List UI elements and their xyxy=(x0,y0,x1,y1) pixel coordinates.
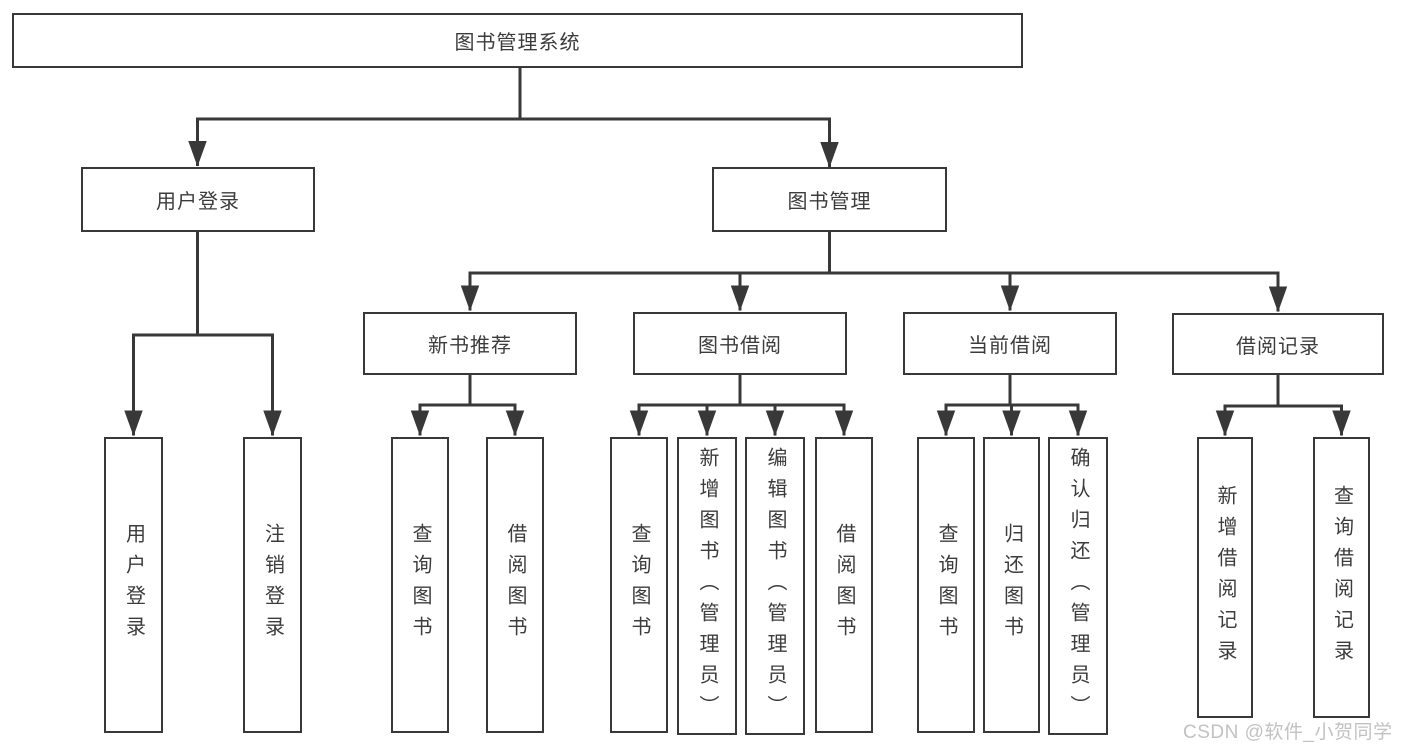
node-book-borrowing: 图书借阅 xyxy=(633,312,847,375)
node-user-login: 用户登录 xyxy=(81,167,315,232)
node-label: 图书管理系统 xyxy=(454,32,581,54)
node-label: 图书管理 xyxy=(787,191,872,213)
node-label: 借阅图书 xyxy=(504,523,526,647)
leaf-confirm-return-admin: 确认归还（管理员） xyxy=(1048,437,1108,735)
leaf-query-books-recommend: 查询图书 xyxy=(391,437,449,733)
leaf-query-books-current: 查询图书 xyxy=(917,437,975,733)
node-label: 查询图书 xyxy=(409,523,431,647)
node-new-book-recommend: 新书推荐 xyxy=(363,312,577,375)
node-label: 确认归还（管理员） xyxy=(1067,446,1089,726)
node-label: 新增图书（管理员） xyxy=(696,446,718,726)
leaf-user-login: 用户登录 xyxy=(104,437,163,733)
node-label: 编辑图书（管理员） xyxy=(764,446,786,726)
node-label: 查询图书 xyxy=(935,523,957,647)
node-book-management: 图书管理 xyxy=(712,167,947,232)
node-label: 新书推荐 xyxy=(428,335,512,357)
leaf-add-book-admin: 新增图书（管理员） xyxy=(677,437,737,735)
leaf-edit-book-admin: 编辑图书（管理员） xyxy=(745,437,805,735)
node-label: 图书借阅 xyxy=(698,335,782,357)
leaf-borrow-books: 借阅图书 xyxy=(815,437,873,733)
node-label: 归还图书 xyxy=(1000,523,1023,647)
node-label: 注销登录 xyxy=(261,523,284,647)
leaf-logout: 注销登录 xyxy=(243,437,302,733)
node-label: 用户登录 xyxy=(122,523,145,647)
node-label: 用户登录 xyxy=(156,191,240,213)
node-borrow-records: 借阅记录 xyxy=(1172,313,1384,375)
node-label: 借阅图书 xyxy=(833,523,855,647)
node-library-system: 图书管理系统 xyxy=(12,13,1023,68)
leaf-borrow-books-recommend: 借阅图书 xyxy=(486,437,544,733)
csdn-watermark: CSDN @软件_小贺同学 xyxy=(1183,722,1393,743)
node-label: 查询图书 xyxy=(628,523,650,647)
node-current-borrowing: 当前借阅 xyxy=(903,312,1117,375)
node-label: 当前借阅 xyxy=(968,335,1052,357)
node-label: 新增借阅记录 xyxy=(1214,484,1236,671)
leaf-return-book: 归还图书 xyxy=(983,437,1040,733)
node-label: 借阅记录 xyxy=(1236,335,1320,358)
leaf-add-borrow-record: 新增借阅记录 xyxy=(1197,437,1253,718)
node-label: 查询借阅记录 xyxy=(1330,484,1353,671)
leaf-query-borrow-record: 查询借阅记录 xyxy=(1313,437,1370,718)
leaf-query-books-borrow: 查询图书 xyxy=(610,437,668,733)
